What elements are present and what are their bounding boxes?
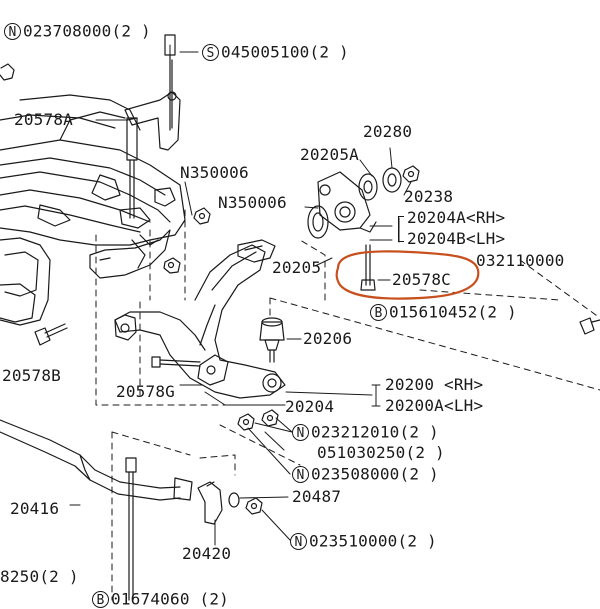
label-032110000: 032110000 bbox=[476, 251, 565, 270]
label-20204B: 20204B<LH> bbox=[407, 229, 506, 248]
label-20280: 20280 bbox=[363, 122, 413, 141]
label-20487: 20487 bbox=[292, 487, 342, 506]
bushing-bracket-20204 bbox=[307, 165, 420, 239]
screw-callout-icon: S bbox=[202, 44, 219, 61]
label-20204: 20204 bbox=[285, 397, 335, 416]
bolts bbox=[34, 317, 600, 601]
label-20204A: 20204A<RH> bbox=[407, 208, 506, 227]
label-20200A: 20200A<LH> bbox=[385, 396, 484, 415]
label-051030250: 051030250(2 ) bbox=[317, 443, 445, 462]
leader-lines bbox=[69, 44, 412, 546]
dashed-lines bbox=[95, 209, 600, 601]
bolt-callout-icon: B bbox=[92, 591, 109, 608]
label-8250: 8250(2 ) bbox=[0, 567, 79, 586]
label-20200: 20200 <RH> bbox=[385, 375, 484, 394]
label-20578G: 20578G bbox=[116, 382, 175, 401]
small-nuts bbox=[0, 63, 279, 431]
label-20578A: 20578A bbox=[14, 110, 73, 129]
lower-control-arm bbox=[114, 239, 286, 399]
bolt-callout-icon: B bbox=[370, 304, 387, 321]
ball-joint-20206 bbox=[259, 317, 285, 363]
label-20578C: 20578C bbox=[392, 270, 451, 289]
bracket-20578A bbox=[124, 34, 181, 219]
label-20238: 20238 bbox=[404, 187, 454, 206]
nut-callout-icon: N bbox=[4, 23, 21, 40]
nut-callout-icon: N bbox=[292, 466, 309, 483]
nut-callout-icon: N bbox=[292, 424, 309, 441]
label-20206: 20206 bbox=[303, 329, 353, 348]
crossmember bbox=[0, 94, 186, 326]
highlight-circle bbox=[335, 250, 480, 300]
label-20416: 20416 bbox=[10, 499, 60, 518]
label-20420: 20420 bbox=[182, 544, 232, 563]
label-20205: 20205 bbox=[272, 258, 322, 277]
stabilizer-bar bbox=[0, 419, 263, 525]
label-N350006-bottom: N350006 bbox=[218, 193, 287, 212]
nut-N350006 bbox=[163, 207, 211, 274]
label-20578B: 20578B bbox=[2, 366, 61, 385]
nut-callout-icon: N bbox=[290, 533, 307, 550]
label-20205A: 20205A bbox=[300, 145, 359, 164]
bracket-20204 bbox=[398, 216, 404, 242]
label-N350006-top: N350006 bbox=[180, 163, 249, 182]
